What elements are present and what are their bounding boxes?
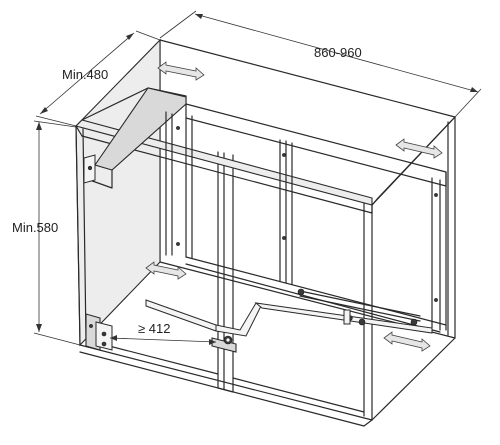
left-rail-bracket <box>83 87 187 189</box>
movement-arrow-bottom-right <box>383 331 431 352</box>
hinge-bracket <box>85 313 113 351</box>
cabinet-body <box>74 38 456 427</box>
width-label: 860-960 <box>314 45 362 60</box>
track-frame <box>165 103 447 333</box>
dimension-depth: Min.480 <box>35 30 161 127</box>
bottom-slide-arm <box>145 288 433 353</box>
depth-label: Min.480 <box>62 67 108 82</box>
movement-arrow-top-right <box>395 138 443 159</box>
dimension-width: 860-960 <box>159 10 482 118</box>
height-label: Min.580 <box>12 220 58 235</box>
dimension-clearance: ≥ 412 <box>109 321 217 345</box>
dimension-height: Min.580 <box>12 120 81 346</box>
movement-arrow-top-left <box>157 61 205 81</box>
movement-arrow-bottom-left <box>145 261 187 280</box>
clearance-label: ≥ 412 <box>138 321 170 336</box>
